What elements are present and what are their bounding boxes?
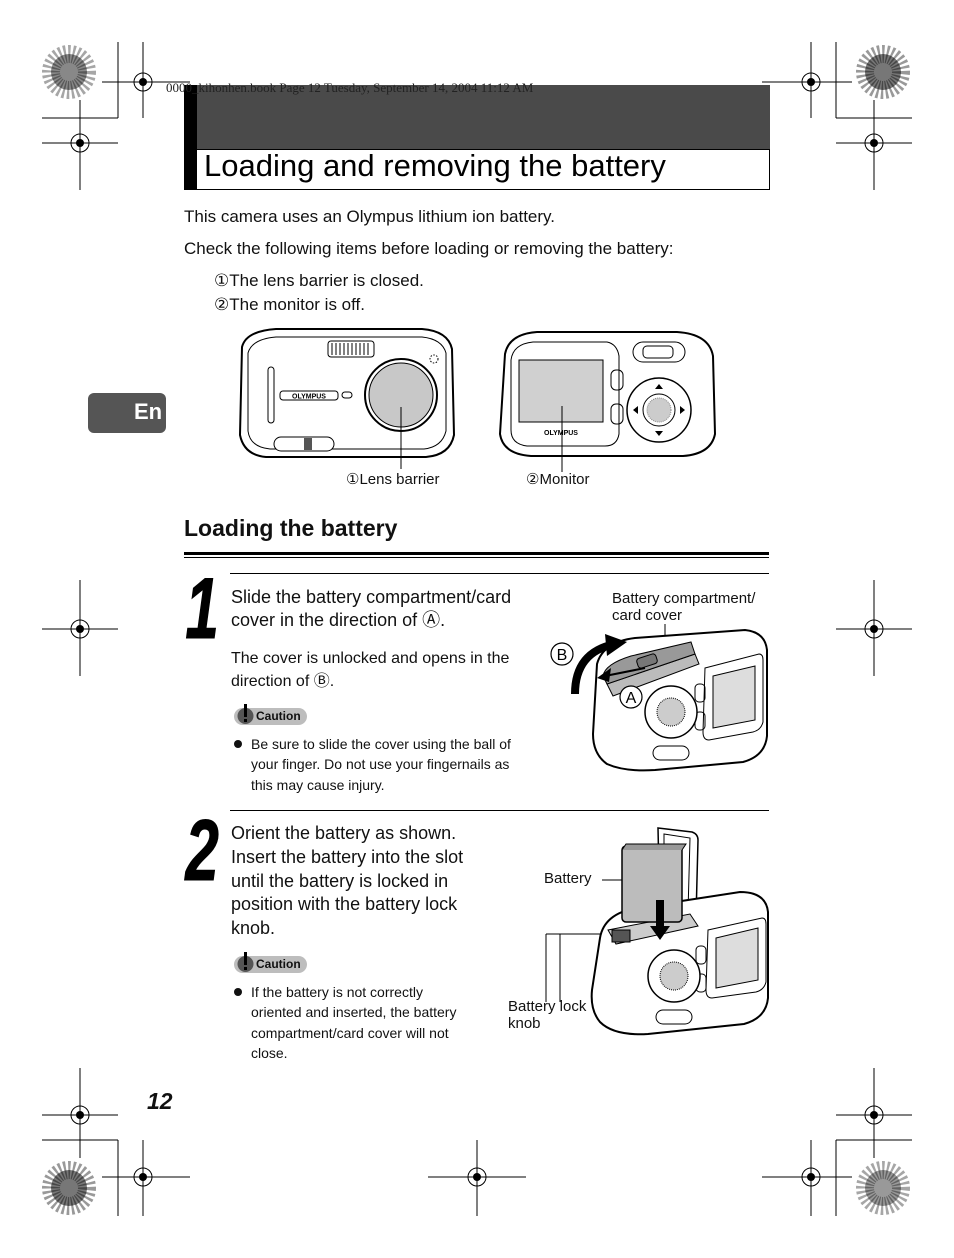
- lock-knob-callout-1: Battery lock: [508, 998, 587, 1015]
- camera-back-illustration: OLYMPUS: [498, 331, 717, 472]
- step1-callout-line-1: Battery compartment/: [612, 590, 756, 607]
- step2-instruction-4: position with the battery lock: [231, 894, 458, 914]
- svg-text:1: 1: [185, 560, 218, 656]
- title-box: [196, 149, 770, 190]
- step1-instruction-2: cover in the direction of Ⓐ.: [231, 610, 446, 630]
- step2-caution-label: Caution: [256, 956, 301, 971]
- battery-insert-illustration: [545, 827, 769, 1036]
- page-number: 12: [147, 1088, 173, 1114]
- intro-text-2: Check the following items before loading…: [184, 239, 674, 258]
- check-item-2: ②The monitor is off.: [214, 295, 365, 314]
- lock-knob-callout-2: knob: [508, 1015, 541, 1032]
- step1-instruction-1: Slide the battery compartment/card: [231, 587, 512, 607]
- caution-exclamation-icon: [237, 703, 254, 724]
- step2-caution-line-4: close.: [251, 1045, 288, 1061]
- step1-rule: [230, 573, 769, 574]
- camera-front-illustration: OLYMPUS: [238, 328, 456, 469]
- step1-caution-line-3: this may cause injury.: [251, 777, 385, 793]
- print-info: 0000_kihonhen.book Page 12 Tuesday, Sept…: [166, 80, 534, 95]
- lens-barrier-label: ①Lens barrier: [346, 471, 440, 488]
- section-heading: Loading the battery: [184, 515, 398, 541]
- battery-cover-illustration: B A: [550, 624, 768, 772]
- battery-callout: Battery: [544, 870, 592, 887]
- step-number-2: 2: [183, 802, 219, 899]
- page-title: Loading and removing the battery: [204, 148, 666, 183]
- step2-instruction-1: Orient the battery as shown.: [231, 823, 457, 843]
- caution-exclamation-icon: [237, 951, 254, 972]
- intro-text-1: This camera uses an Olympus lithium ion …: [184, 207, 555, 226]
- step1-caution-line-1: Be sure to slide the cover using the bal…: [251, 736, 511, 752]
- brand-label-back: OLYMPUS: [544, 430, 578, 437]
- title-banner: [184, 85, 770, 149]
- step2-bullet-icon: [234, 988, 242, 996]
- brand-label-front: OLYMPUS: [292, 394, 326, 401]
- step2-instruction-2: Insert the battery into the slot: [231, 847, 464, 867]
- step2-instruction-5: knob.: [231, 918, 276, 938]
- step2-caution-badge: Caution: [234, 951, 307, 974]
- step-number-1: 1: [185, 560, 219, 657]
- section-rule-thick: [184, 552, 769, 555]
- step2-caution-line-2: oriented and inserted, the battery: [251, 1004, 457, 1020]
- section-rule-thin: [184, 557, 769, 558]
- step1-caution-label: Caution: [256, 708, 301, 723]
- step1-callout-line-2: card cover: [612, 607, 683, 624]
- marker-a: A: [626, 690, 637, 707]
- step1-note-1: The cover is unlocked and opens in the: [231, 650, 510, 667]
- language-tab: En: [88, 393, 166, 433]
- step2-caution-line-3: compartment/card cover will not: [251, 1025, 449, 1041]
- title-accent-bar: [184, 85, 197, 190]
- step2-caution-line-1: If the battery is not correctly: [251, 984, 423, 1000]
- marker-b: B: [557, 647, 568, 664]
- step2-rule: [230, 810, 769, 811]
- step1-caution-badge: Caution: [234, 703, 307, 726]
- step2-instruction-3: until the battery is locked in: [231, 871, 449, 891]
- step1-caution-line-2: your finger. Do not use your fingernails…: [251, 756, 510, 772]
- step1-note-2: direction of Ⓑ.: [231, 673, 335, 690]
- monitor-label: ②Monitor: [526, 471, 590, 488]
- check-item-1: ①The lens barrier is closed.: [214, 271, 424, 290]
- step1-bullet-icon: [234, 740, 242, 748]
- svg-text:2: 2: [184, 802, 219, 898]
